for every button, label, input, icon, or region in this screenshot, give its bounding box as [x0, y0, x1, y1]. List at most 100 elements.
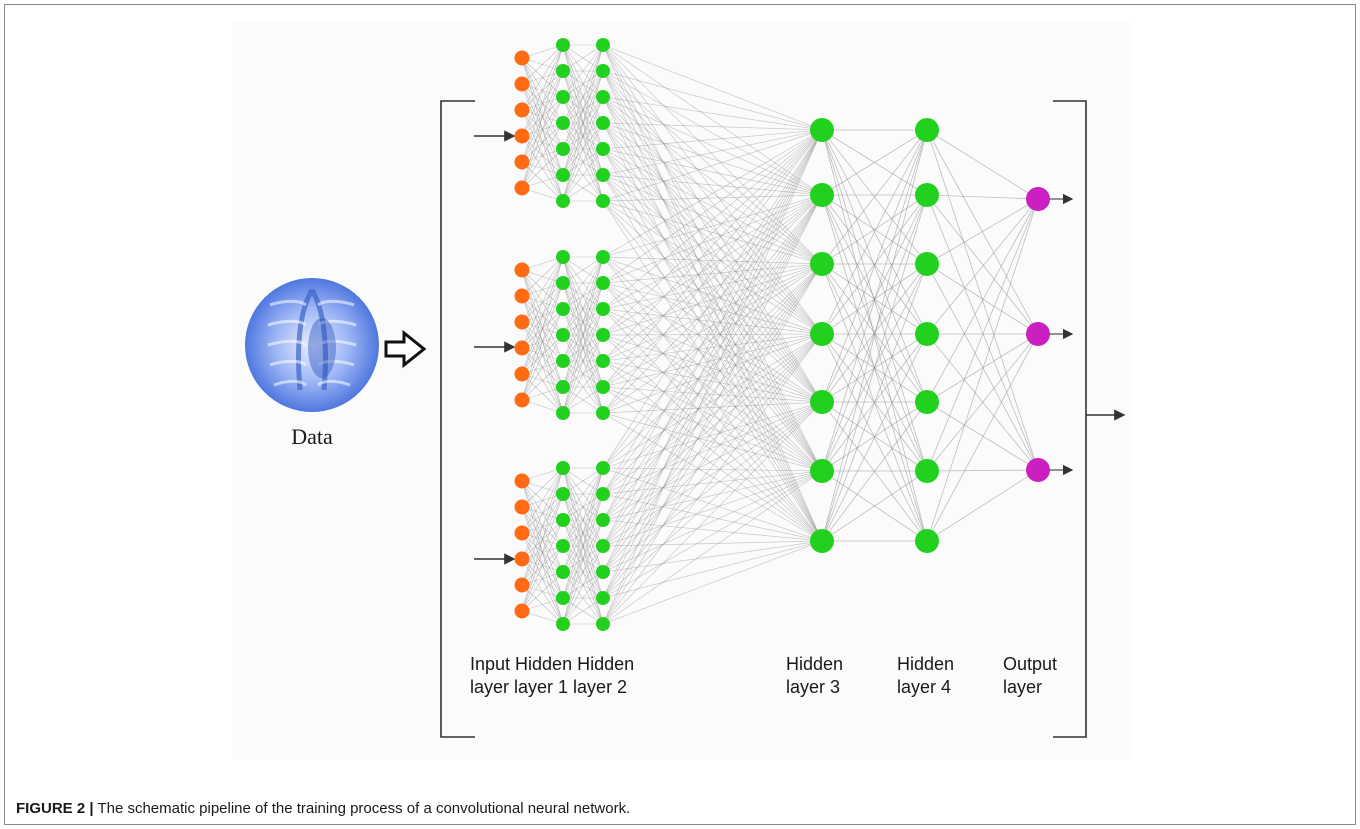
edge: [821, 401, 928, 542]
edge: [521, 122, 564, 189]
edge: [602, 174, 823, 335]
hidden1-node: [556, 565, 570, 579]
edge: [521, 467, 564, 586]
edge: [521, 360, 564, 401]
edge: [602, 401, 823, 599]
edge: [602, 122, 823, 403]
edge: [602, 263, 823, 521]
data-label: Data: [291, 424, 333, 449]
edge: [602, 256, 823, 542]
hidden1-node: [556, 276, 570, 290]
edge: [521, 334, 564, 401]
input-node: [514, 551, 530, 567]
edge: [602, 129, 823, 414]
hidden1-node: [556, 302, 570, 316]
hidden1-node: [556, 116, 570, 130]
edge: [602, 122, 823, 196]
edge: [926, 198, 1039, 403]
edge: [602, 308, 823, 472]
edge: [562, 256, 604, 310]
edge: [602, 386, 823, 472]
edge: [602, 401, 823, 469]
edge: [562, 44, 604, 72]
edge: [926, 333, 1039, 472]
edge: [926, 194, 1039, 335]
hidden1-node: [556, 168, 570, 182]
edge: [602, 174, 823, 542]
input-node: [514, 128, 530, 144]
edge: [562, 256, 604, 336]
hidden1-node: [556, 354, 570, 368]
edge: [521, 256, 564, 323]
input-node: [514, 577, 530, 593]
edge: [602, 44, 823, 403]
hidden2-node: [596, 142, 610, 156]
edge: [602, 263, 823, 310]
edge: [602, 333, 823, 495]
input-node: [514, 499, 530, 515]
input-node: [514, 180, 530, 196]
edge: [602, 194, 823, 284]
edge: [602, 44, 823, 196]
edge: [821, 194, 928, 472]
edge: [926, 194, 1039, 200]
edge: [602, 467, 823, 542]
label-output-line1: Output: [1003, 654, 1057, 674]
edge: [602, 129, 823, 625]
edge: [602, 282, 823, 542]
edge: [602, 194, 823, 469]
edge: [602, 334, 823, 403]
edge: [602, 194, 823, 495]
edge: [602, 200, 823, 403]
hidden1-node: [556, 38, 570, 52]
edge: [602, 129, 823, 362]
edge: [926, 263, 1039, 335]
edge: [602, 96, 823, 131]
edge: [602, 96, 823, 335]
input-node: [514, 603, 530, 619]
hidden2-node: [596, 406, 610, 420]
edge: [602, 333, 823, 521]
edge: [821, 401, 928, 472]
edge: [821, 194, 928, 335]
hidden2-node: [596, 354, 610, 368]
edge: [602, 401, 823, 625]
edge: [602, 194, 823, 573]
edge: [562, 122, 604, 202]
hidden3-node: [810, 183, 834, 207]
edge: [602, 148, 823, 472]
edge: [562, 467, 604, 495]
edge: [602, 540, 823, 547]
edge: [602, 194, 823, 336]
edge: [821, 263, 928, 542]
edge: [602, 70, 823, 403]
edge: [562, 467, 604, 547]
edge: [602, 194, 823, 202]
input-node: [514, 288, 530, 304]
hidden2-node: [596, 38, 610, 52]
edge: [602, 122, 823, 131]
edge: [602, 44, 823, 265]
edge: [562, 70, 604, 202]
edge: [602, 360, 823, 542]
edge: [521, 467, 564, 508]
edge: [602, 70, 823, 542]
input-node: [514, 473, 530, 489]
edge: [521, 256, 564, 349]
edge: [926, 198, 1039, 265]
edge: [602, 194, 823, 414]
edge: [602, 401, 823, 414]
label-hidden3-line2: layer 3: [786, 677, 840, 697]
label-hidden4-line1: Hidden: [897, 654, 954, 674]
hidden3-node: [810, 118, 834, 142]
edge: [926, 469, 1039, 542]
hidden2-node: [596, 302, 610, 316]
edge: [821, 129, 928, 335]
edge: [602, 129, 823, 258]
edge: [562, 148, 604, 202]
edge: [562, 256, 604, 284]
figure-frame: [4, 4, 1356, 825]
edge: [821, 194, 928, 403]
edge: [602, 333, 823, 362]
edge: [562, 597, 604, 625]
